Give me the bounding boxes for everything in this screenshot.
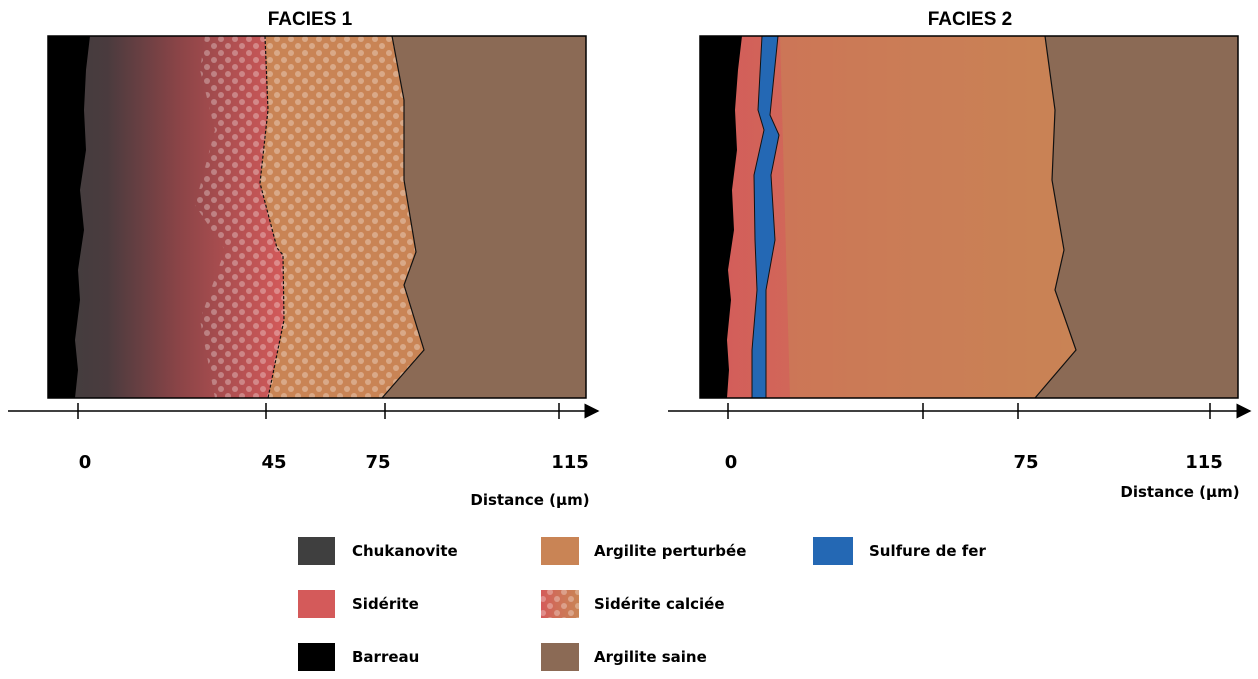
panel-1-axis-label: Distance (µm) bbox=[470, 491, 589, 509]
legend-label-sulfure-de-fer: Sulfure de fer bbox=[869, 542, 986, 560]
legend-swatch-siderite bbox=[298, 590, 335, 618]
panel-1-title: FACIES 1 bbox=[268, 9, 353, 30]
panel-2-axis-label: Distance (µm) bbox=[1120, 483, 1239, 501]
barreau-zone bbox=[700, 36, 742, 398]
panel-1-tick-label: 115 bbox=[551, 452, 589, 473]
legend-swatch-siderite-calciee-dots bbox=[541, 590, 579, 618]
siderite-calciee-zone bbox=[195, 36, 284, 398]
panel-2-tick-label: 0 bbox=[725, 452, 738, 473]
panel-facies-2: FACIES 2 0 75 115 Distance (µm) bbox=[668, 9, 1252, 501]
legend: Chukanovite Argilite perturbée Sulfure d… bbox=[298, 537, 986, 671]
legend-swatch-argilite-perturbee bbox=[541, 537, 579, 565]
legend-label-siderite: Sidérite bbox=[352, 595, 419, 613]
legend-swatch-chukanovite bbox=[298, 537, 335, 565]
legend-label-barreau: Barreau bbox=[352, 648, 419, 666]
legend-swatch-sulfure-de-fer bbox=[813, 537, 853, 565]
legend-label-chukanovite: Chukanovite bbox=[352, 542, 458, 560]
barreau-zone bbox=[48, 36, 90, 398]
boundary-argilite bbox=[381, 35, 425, 399]
panel-2-frame bbox=[699, 35, 1239, 399]
panel-1-tick-label: 45 bbox=[261, 452, 286, 473]
panel-2-tick-label: 75 bbox=[1013, 452, 1038, 473]
legend-swatch-argilite-saine bbox=[541, 643, 579, 671]
panel-1-tick-label: 0 bbox=[79, 452, 92, 473]
panel-2-title: FACIES 2 bbox=[928, 9, 1012, 30]
panel-facies-1: FACIES 1 0 45 75 115 Distance (µm) bbox=[8, 9, 600, 509]
legend-swatch-barreau bbox=[298, 643, 335, 671]
panel-1-tick-label: 75 bbox=[365, 452, 390, 473]
boundary-argilite bbox=[1034, 35, 1077, 399]
panel-2-tick-label: 115 bbox=[1185, 452, 1223, 473]
legend-label-argilite-saine: Argilite saine bbox=[594, 648, 707, 666]
argilite-perturbee-zone bbox=[780, 36, 1076, 398]
panel-1-frame bbox=[47, 35, 587, 399]
legend-label-argilite-perturbee: Argilite perturbée bbox=[594, 542, 746, 560]
legend-label-siderite-calciee: Sidérite calciée bbox=[594, 595, 725, 613]
